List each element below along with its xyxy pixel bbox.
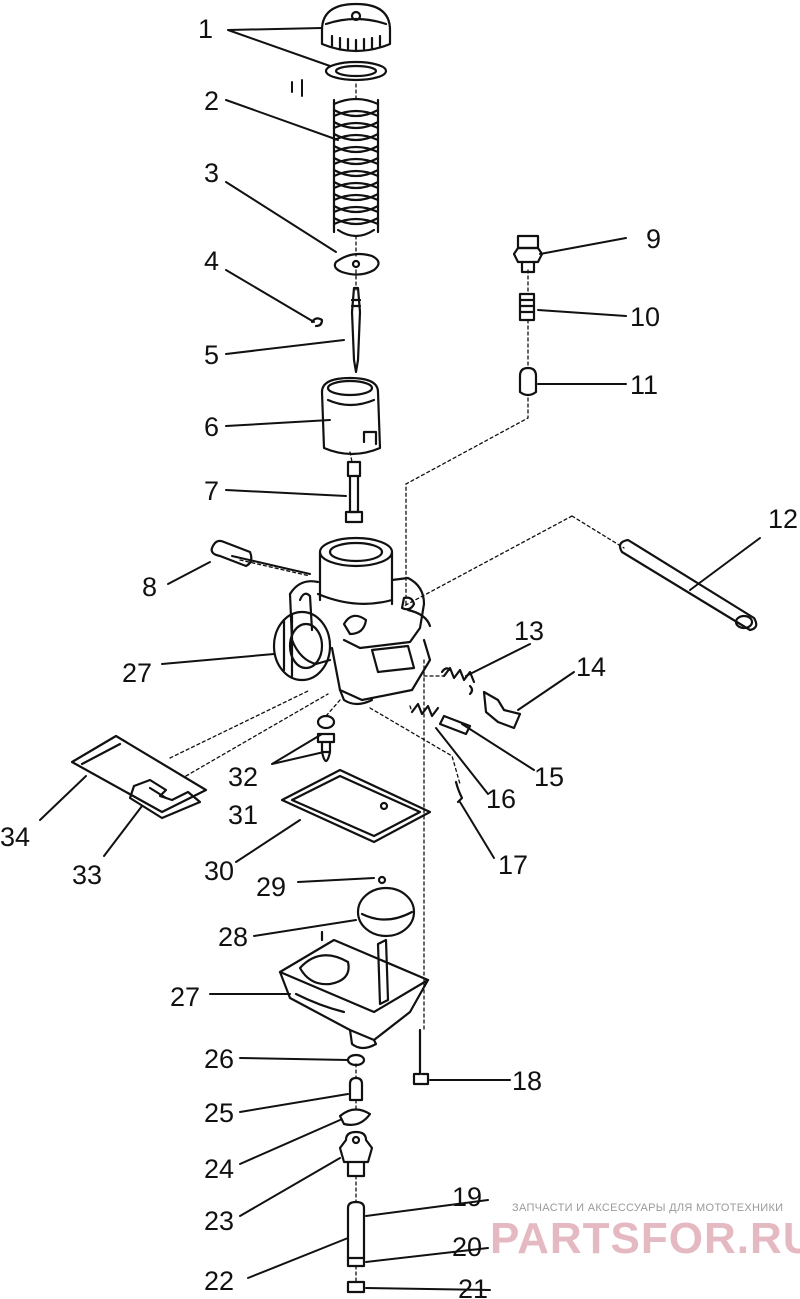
callout-7: 7: [204, 476, 219, 506]
part-fitting-10: [518, 292, 536, 322]
callout-28: 28: [218, 922, 248, 952]
part-float-pin-29: [377, 875, 387, 885]
callout-26: 26: [204, 1044, 234, 1074]
part-carburetor-body: [272, 536, 432, 706]
callout-9: 9: [646, 224, 661, 254]
callout-31: 31: [228, 800, 258, 830]
callout-4: 4: [204, 246, 219, 276]
part-jet-needle-7: [344, 460, 364, 524]
callout-5: 5: [204, 340, 219, 370]
part-plug: [210, 539, 253, 568]
callout-3: 3: [204, 158, 219, 188]
part-fitting-9: [512, 234, 544, 274]
part-washer-24: [338, 1108, 372, 1126]
callout-8: 8: [142, 572, 157, 602]
callout-23: 23: [204, 1206, 234, 1236]
part-jet-31: [316, 732, 336, 763]
part-plate-34: [70, 734, 208, 814]
part-gasket-30: [280, 768, 432, 844]
callout-17: 17: [498, 850, 528, 880]
part-float-bowl-27: [278, 930, 430, 1050]
callout-1: 1: [198, 14, 213, 44]
callout-14: 14: [576, 652, 606, 682]
part-spring-16: [410, 702, 440, 718]
part-clip-17: [454, 780, 464, 804]
callout-32: 32: [228, 762, 258, 792]
watermark-subtitle: ЗАПЧАСТИ И АКСЕССУАРЫ ДЛЯ МОТОТЕХНИКИ: [512, 1202, 784, 1214]
part-jet-25: [348, 1076, 364, 1102]
part-cap: [320, 2, 392, 82]
part-spring: [332, 97, 380, 238]
callout-21: 21: [458, 1274, 488, 1299]
part-screw-14: [482, 690, 522, 730]
part-clip-plate: [333, 252, 380, 276]
part-screw-18: [412, 1028, 430, 1086]
callout-11: 11: [630, 370, 658, 400]
part-cap-21: [346, 1280, 366, 1294]
callout-16: 16: [486, 784, 516, 814]
callout-10: 10: [630, 302, 660, 332]
part-screw-15: [438, 714, 472, 736]
part-fitting-11: [518, 366, 538, 397]
part-needle-jet-23: [338, 1130, 374, 1178]
callout-34: 34: [0, 822, 30, 852]
part-clip-33: [128, 778, 202, 820]
callout-6: 6: [204, 412, 219, 442]
callout-labels: 1 2 3 4 5 6 7 8 9 10 11 12 13 14 15 16 1…: [0, 14, 798, 1299]
part-washer-32: [316, 714, 336, 730]
callout-12: 12: [768, 504, 798, 534]
callout-30: 30: [204, 856, 234, 886]
callout-27-lower: 27: [170, 982, 200, 1012]
part-float-28: [356, 886, 416, 938]
part-e-clip: [310, 317, 324, 328]
assembly-lines: [169, 83, 625, 1283]
callout-20: 20: [452, 1232, 482, 1262]
callout-33: 33: [72, 860, 102, 890]
part-spring-13: [440, 666, 476, 696]
callout-27-upper: 27: [122, 658, 152, 688]
part-pilot-jet-22: [346, 1200, 366, 1268]
part-tube-12: [618, 538, 758, 632]
callout-24: 24: [204, 1154, 234, 1184]
callout-25: 25: [204, 1098, 234, 1128]
callout-19: 19: [452, 1182, 482, 1212]
callout-29: 29: [256, 872, 286, 902]
leader-lines: [39, 27, 761, 1291]
watermark-logo: PARTSFOR.RU: [490, 1214, 800, 1263]
part-needle: [350, 286, 362, 374]
callout-2: 2: [204, 86, 219, 116]
callout-15: 15: [534, 762, 564, 792]
callout-22: 22: [204, 1266, 234, 1296]
callout-13: 13: [514, 616, 544, 646]
part-throttle-slide: [320, 376, 382, 456]
callout-18: 18: [512, 1066, 542, 1096]
